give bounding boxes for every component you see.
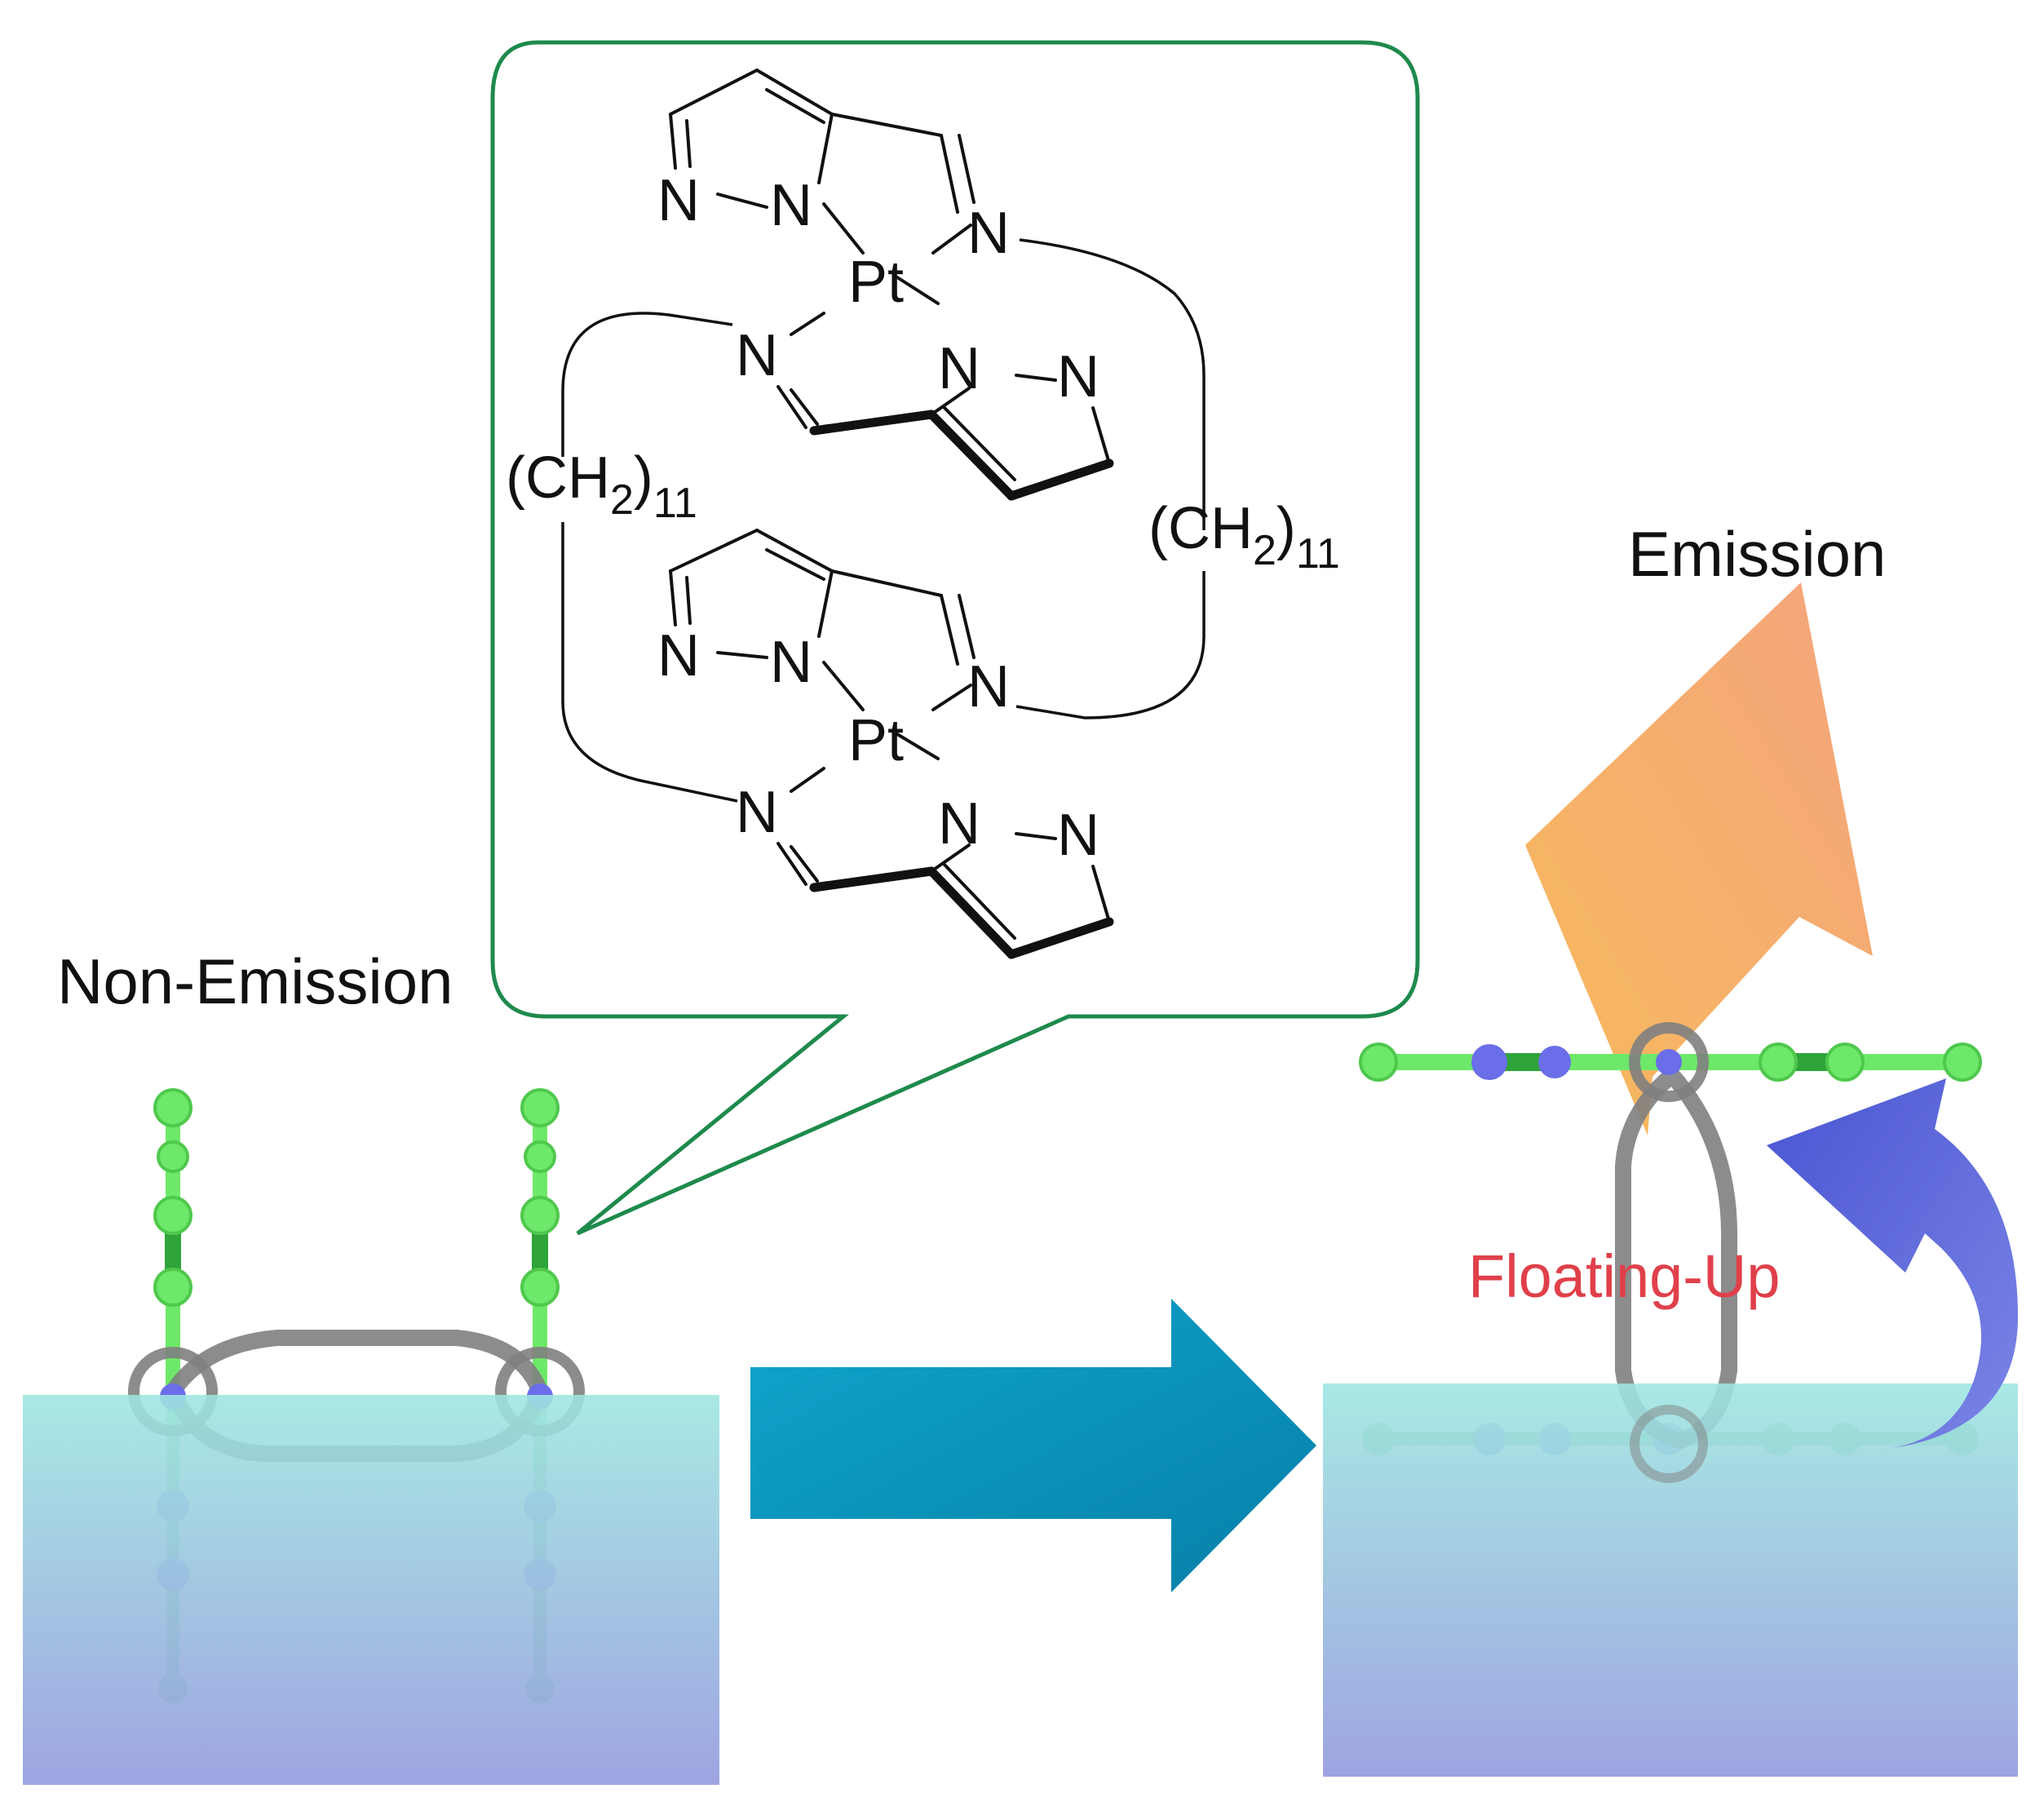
- linker-label-left: (CH2)11: [506, 445, 697, 527]
- left-ligand-1: [153, 1088, 192, 1399]
- right-metal-node: [1656, 1049, 1682, 1075]
- atom-n: N: [657, 623, 700, 688]
- right-water-block: [1323, 1383, 2018, 1777]
- atom-n: N: [770, 173, 812, 238]
- right-metal-ring: [1630, 1405, 1708, 1483]
- up-arrow-icon: [1525, 582, 1873, 1136]
- linker-subscript-h: 2: [610, 476, 634, 524]
- right-metal-ring: [1629, 1022, 1709, 1102]
- linker-close: ): [634, 445, 653, 511]
- linker-subscript-n: 11: [1296, 530, 1340, 578]
- atom-n: N: [938, 336, 980, 401]
- atom-pt: Pt: [848, 708, 904, 773]
- alkyl-linkers: [561, 238, 1206, 803]
- atom-pt: Pt: [848, 250, 904, 315]
- atom-n: N: [1057, 344, 1099, 410]
- linker-group: (CH: [506, 445, 610, 511]
- atom-n: N: [967, 201, 1010, 266]
- svg-text:(CH2)11: (CH2)11: [1148, 496, 1340, 578]
- atom-n: N: [967, 654, 1010, 719]
- callout-bubble: [490, 40, 1420, 1236]
- atom-labels: N N N Pt N N N N N N Pt N N N: [657, 168, 1099, 868]
- linker-group: (CH: [1148, 496, 1253, 561]
- molecule-bonds: [669, 69, 1111, 956]
- svg-text:(CH2)11: (CH2)11: [506, 445, 697, 527]
- atom-n: N: [657, 168, 700, 233]
- linker-label-right: (CH2)11: [1148, 496, 1340, 578]
- emission-label: Emission: [1628, 518, 1886, 590]
- linker-close: ): [1276, 496, 1296, 561]
- linker-subscript-n: 11: [653, 480, 697, 527]
- atom-n: N: [736, 323, 778, 388]
- linker-subscript-h: 2: [1253, 527, 1276, 574]
- non-emission-label: Non-Emission: [57, 945, 453, 1017]
- floating-up-label: Floating-Up: [1468, 1242, 1781, 1310]
- molecule-bold-bonds: [809, 410, 1114, 959]
- atom-n: N: [770, 630, 812, 695]
- atom-n: N: [736, 780, 778, 845]
- left-water-block: [23, 1395, 719, 1785]
- left-ligand-2: [520, 1088, 560, 1399]
- atom-n: N: [938, 791, 980, 857]
- atom-n: N: [1057, 803, 1099, 868]
- right-arrow-icon: [750, 1299, 1316, 1592]
- curved-arrow-icon: [1767, 1078, 2019, 1450]
